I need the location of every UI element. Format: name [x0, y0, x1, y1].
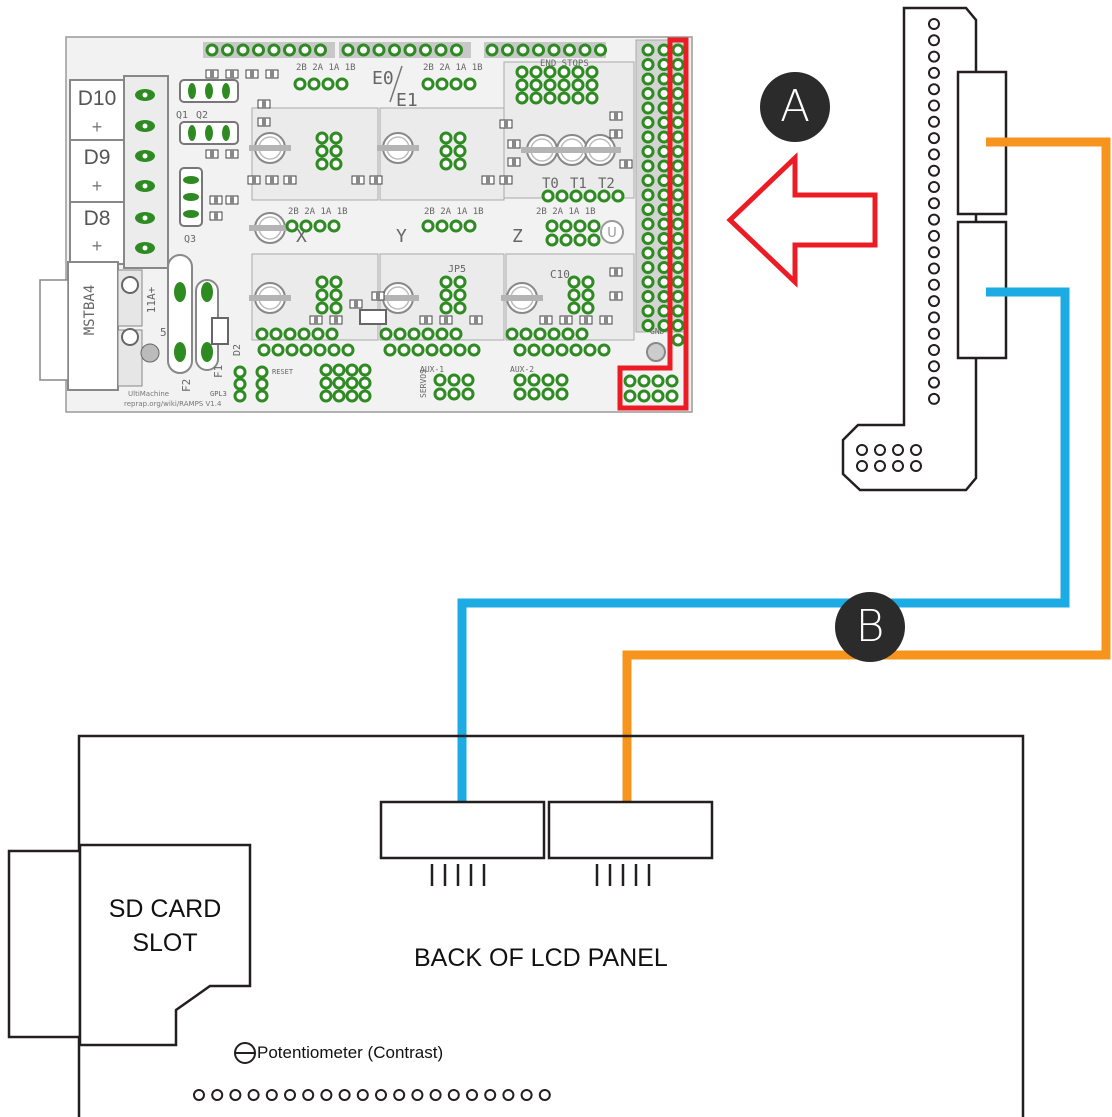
board-smd-parts — [205, 69, 633, 325]
svg-text:U: U — [607, 226, 617, 241]
svg-text:D2: D2 — [232, 344, 243, 356]
orange-ribbon-cable — [622, 137, 1111, 825]
svg-text:END STOPS: END STOPS — [540, 59, 589, 69]
mstba4-label: MSTBA4 — [82, 285, 98, 336]
lcd-pin-holes — [193, 1089, 551, 1101]
svg-text:E1: E1 — [396, 90, 418, 111]
insert-direction-arrow — [726, 152, 878, 288]
svg-text:2B 2A 1A 1B: 2B 2A 1A 1B — [424, 207, 484, 217]
svg-text:+: + — [92, 176, 103, 196]
lcd-connector-exp1 — [379, 800, 546, 860]
potentiometer-icon — [234, 1042, 256, 1064]
svg-text:Q3: Q3 — [184, 234, 196, 245]
svg-text:F1: F1 — [212, 365, 225, 378]
power-terminal-mstba4: MSTBA4 11A+ 5A — [39, 261, 174, 391]
svg-text:SERVOS: SERVOS — [419, 369, 428, 398]
svg-text:Y: Y — [396, 226, 407, 247]
sd-card-slot-label: SD CARD SLOT — [80, 892, 250, 960]
svg-text:GND: GND — [650, 327, 665, 336]
sd-card-slot — [7, 843, 252, 1047]
svg-text:Q2: Q2 — [196, 110, 208, 121]
svg-text:2B 2A 1A 1B: 2B 2A 1A 1B — [423, 63, 483, 73]
svg-text:RESET: RESET — [272, 368, 294, 376]
svg-text:T1: T1 — [570, 176, 587, 192]
svg-text:AUX-1: AUX-1 — [420, 365, 444, 374]
svg-text:T2: T2 — [598, 176, 615, 192]
adapter-pin-holes — [856, 18, 940, 472]
svg-text:UltiMachine: UltiMachine — [128, 390, 169, 398]
svg-text:X: X — [296, 226, 307, 247]
terminal-label-d10: D10 — [78, 87, 117, 110]
callout-b: B — [835, 592, 905, 662]
lcd-adapter-board — [841, 6, 1008, 492]
svg-text:E0: E0 — [372, 68, 394, 89]
ramps-board: D10 + D9 + D8 + MSTBA4 — [39, 36, 693, 413]
callout-a: A — [760, 72, 830, 142]
terminal-label-d8: D8 — [84, 207, 111, 230]
svg-text:reprap.org/wiki/RAMPS V1.4: reprap.org/wiki/RAMPS V1.4 — [124, 400, 222, 408]
svg-text:+: + — [92, 236, 103, 256]
svg-text:F2: F2 — [180, 379, 193, 392]
svg-text:JP5: JP5 — [448, 264, 466, 275]
sd-card-label-line2: SLOT — [132, 929, 198, 957]
sd-card-label-line1: SD CARD — [108, 895, 222, 923]
svg-text:Q1: Q1 — [176, 110, 188, 121]
svg-text:GPL3: GPL3 — [210, 390, 227, 398]
svg-text:AUX-2: AUX-2 — [510, 365, 534, 374]
svg-text:Z: Z — [512, 226, 523, 247]
svg-text:2B 2A 1A 1B: 2B 2A 1A 1B — [296, 63, 356, 73]
lcd-header-highlight — [617, 37, 689, 411]
blue-ribbon-cable — [457, 287, 1070, 825]
board-header-pins — [205, 43, 685, 403]
svg-text:2B 2A 1A 1B: 2B 2A 1A 1B — [536, 207, 596, 217]
svg-text:+: + — [92, 117, 103, 137]
power-terminal-d10-d9-d8: D10 + D9 + D8 + — [69, 75, 169, 269]
svg-text:C10: C10 — [550, 268, 570, 281]
svg-text:T0: T0 — [542, 176, 559, 192]
svg-text:2B 2A 1A 1B: 2B 2A 1A 1B — [288, 207, 348, 217]
lcd-panel-back — [7, 734, 1025, 1117]
lcd-panel-title: BACK OF LCD PANEL — [414, 944, 668, 972]
lcd-connector-exp2 — [547, 800, 714, 860]
svg-text:11A+: 11A+ — [145, 286, 158, 313]
potentiometer-label: Potentiometer (Contrast) — [257, 1043, 444, 1062]
terminal-label-d9: D9 — [84, 146, 111, 169]
